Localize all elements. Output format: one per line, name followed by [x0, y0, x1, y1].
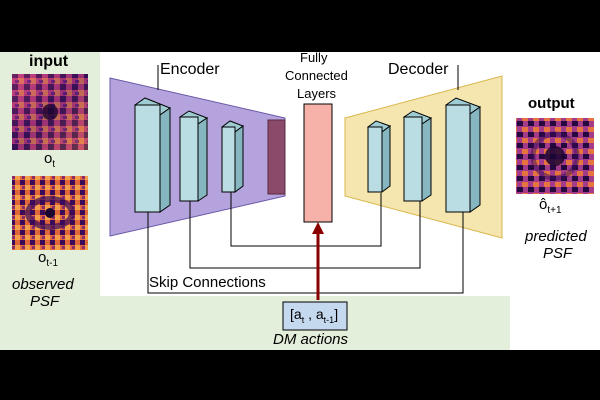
ot-base: o [44, 150, 53, 167]
action-sub-t: t [301, 315, 305, 325]
otm1-base: o [38, 249, 47, 266]
observed-label-line2: PSF [30, 293, 60, 310]
skip-connection-lines [147, 185, 464, 294]
action-close: ] [334, 306, 339, 322]
decoder-block-2 [402, 110, 433, 202]
psf-image-ot [12, 74, 88, 150]
predicted-label-line2: PSF [543, 245, 573, 262]
action-open: [a [290, 306, 302, 322]
opred-label: ôt+1 [539, 196, 562, 216]
bottom-band [0, 350, 600, 400]
dm-actions-label: DM actions [273, 331, 349, 348]
opred-subscript: t+1 [547, 205, 562, 216]
otm1-subscript: t-1 [46, 258, 59, 269]
psf-image-predicted [516, 118, 594, 194]
decoder-label: Decoder [388, 61, 449, 78]
ot-subscript: t [52, 159, 56, 170]
action-mid: , a [304, 306, 324, 322]
psf-image-otm1 [12, 176, 88, 250]
action-sub-tm1: t-1 [323, 315, 335, 325]
top-band [0, 0, 600, 52]
observed-label-line1: observed [12, 276, 74, 293]
input-label: input [29, 53, 69, 70]
predicted-label-line1: predicted [525, 228, 587, 245]
encoder-label: Encoder [160, 61, 220, 78]
actions-box [282, 301, 348, 331]
actions-arrow-head [312, 222, 324, 234]
fc-label-line2: Connected [285, 68, 348, 83]
encoder-block-2 [178, 110, 209, 202]
output-label: output [528, 95, 575, 112]
fc-label-line1: Fully [300, 50, 328, 65]
opred-base: ô [539, 196, 548, 213]
ot-label: ot [44, 150, 56, 170]
skip-connections-label: Skip Connections [149, 274, 266, 291]
fc-label-line3: Layers [297, 86, 337, 101]
latent-block [267, 119, 286, 195]
fully-connected-block [303, 103, 333, 223]
otm1-label: ot-1 [38, 249, 59, 269]
encoder-block-3 [220, 120, 245, 193]
decoder-block-3 [444, 97, 482, 213]
encoder-block-1 [133, 97, 172, 213]
decoder-block-1 [366, 120, 392, 193]
actions-box-label: [at , at-1] [290, 306, 339, 325]
